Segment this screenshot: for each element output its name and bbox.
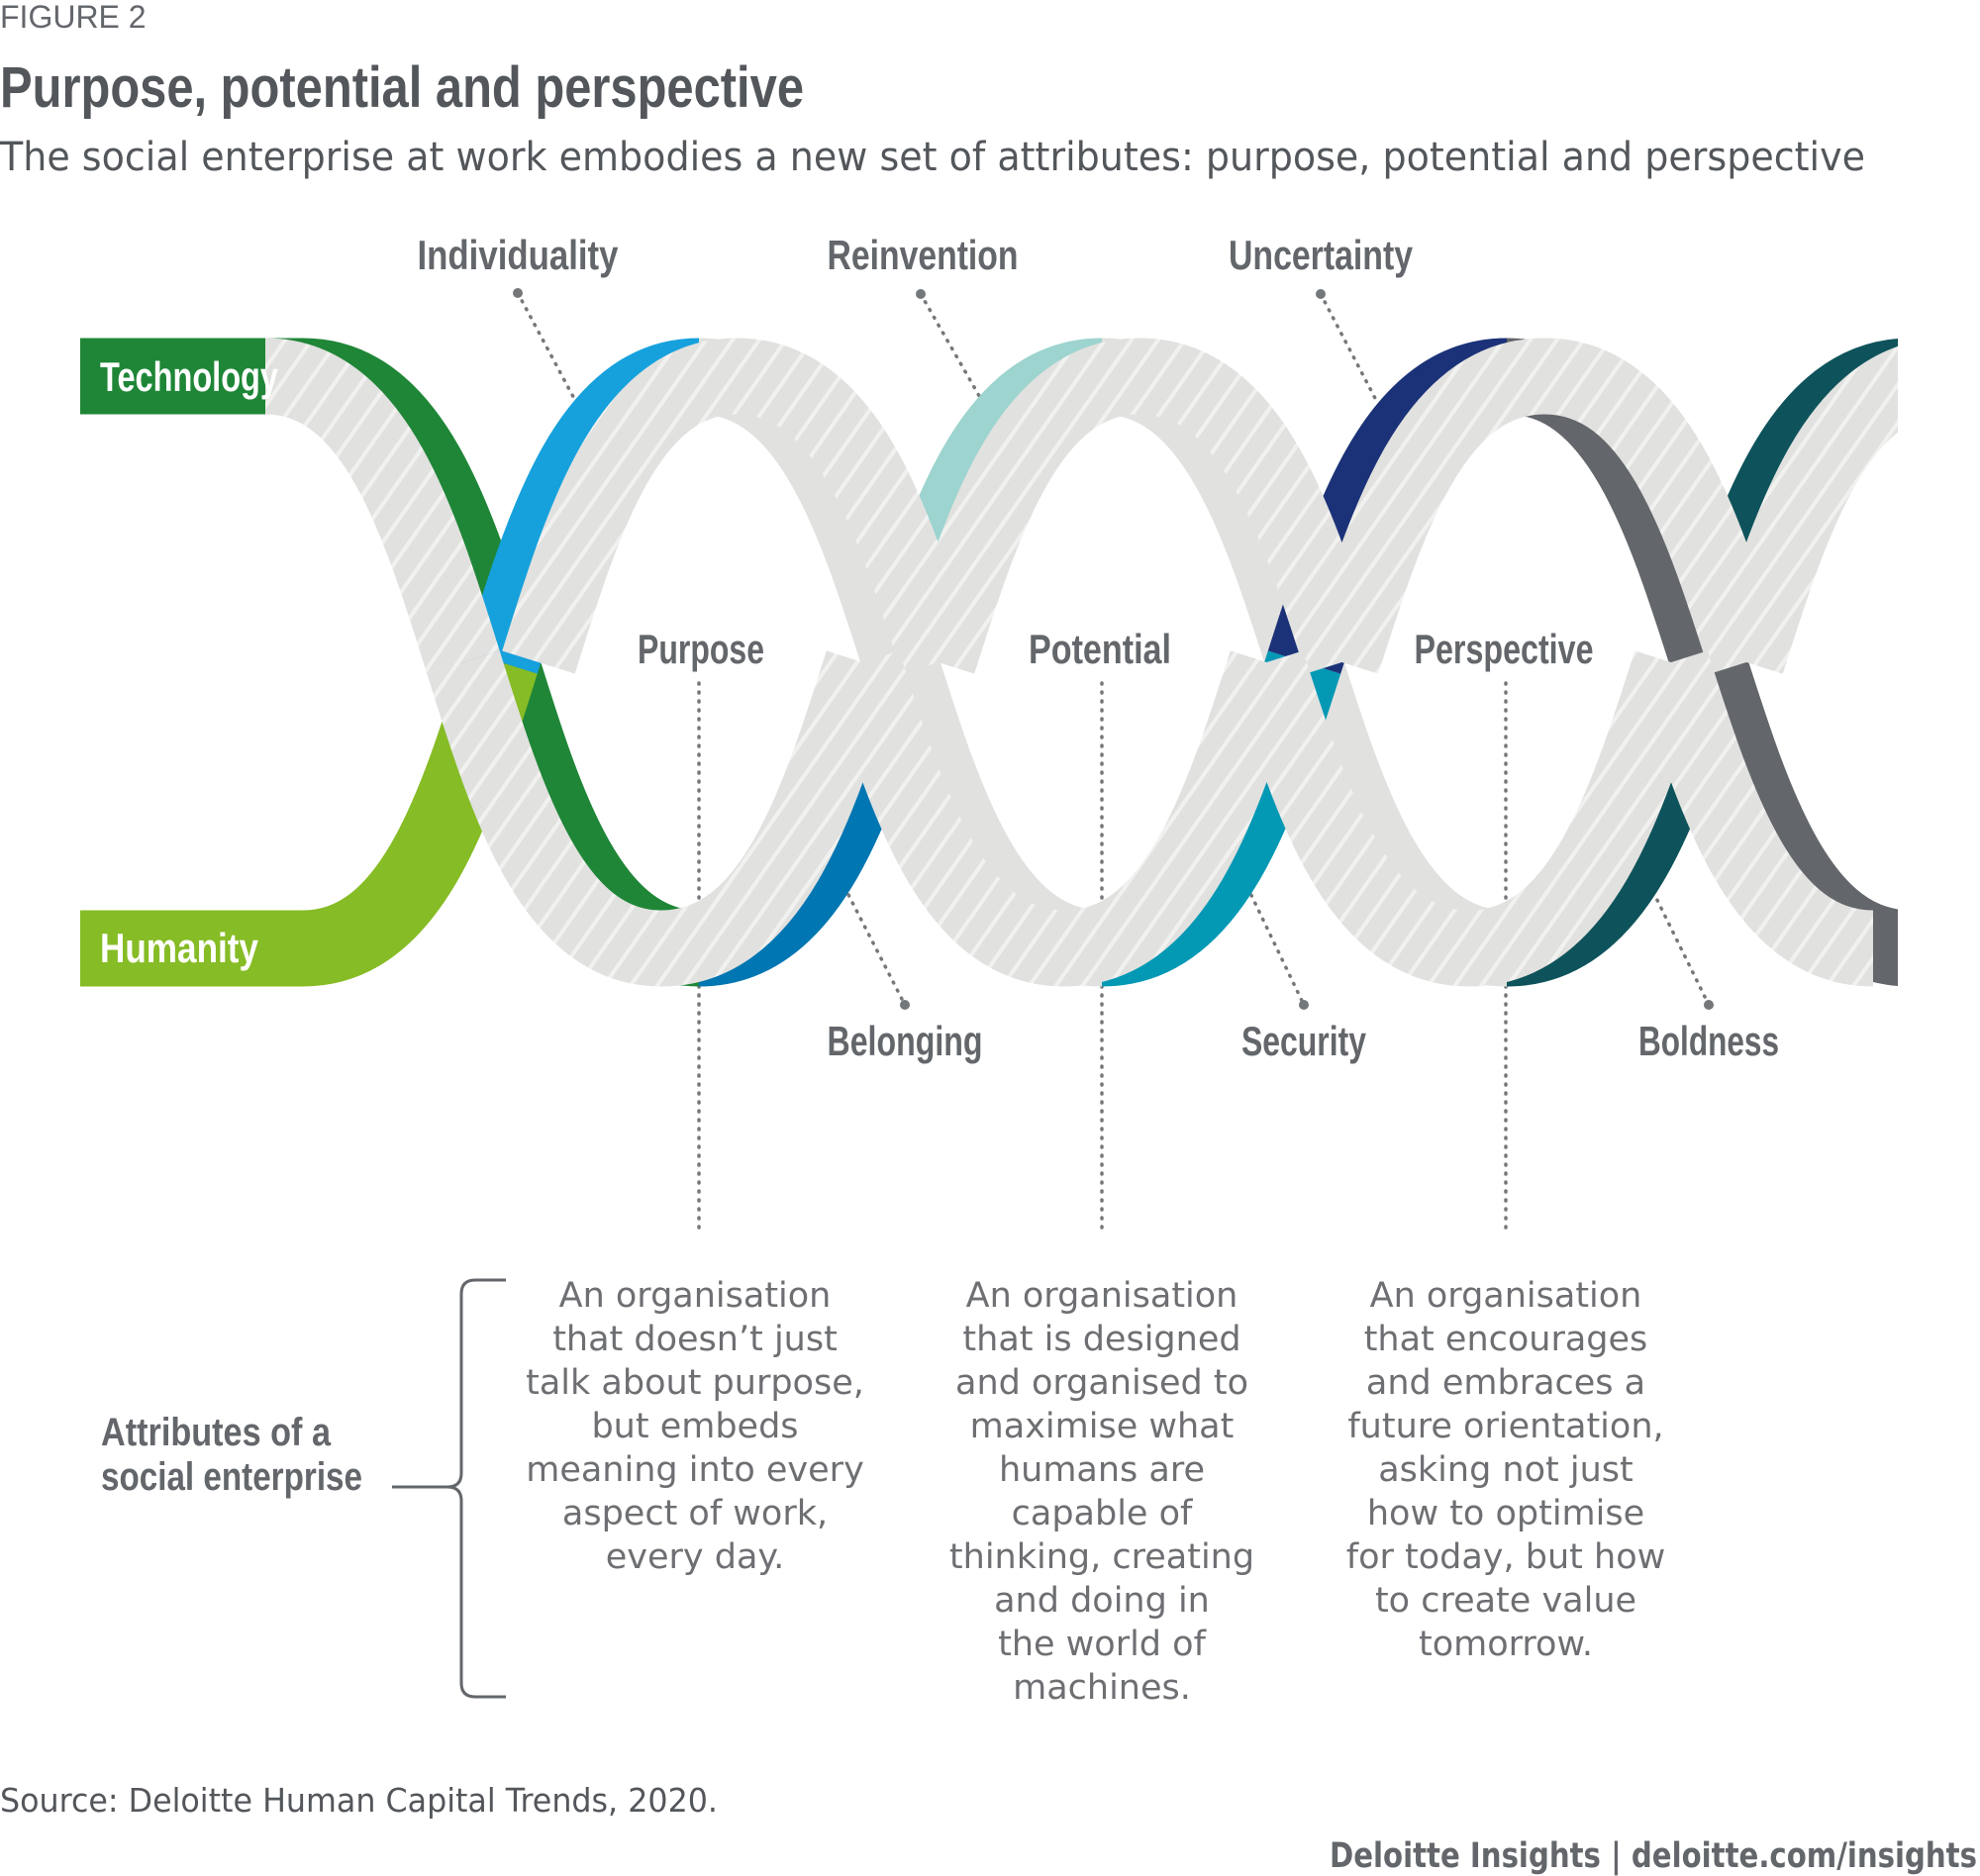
bracket [392, 1278, 506, 1699]
leader-lines [513, 288, 1714, 1234]
humanity-ribbon-back-segment [1634, 650, 1876, 987]
security-dot [1299, 1000, 1309, 1010]
description-line: An organisation [559, 1276, 832, 1316]
footer-credit[interactable]: Deloitte Insights | deloitte.com/insight… [1330, 1836, 1977, 1876]
top-label-uncertainty: Uncertainty [1229, 232, 1414, 278]
description-line: An organisation [1370, 1276, 1642, 1316]
humanity-label: Humanity [100, 925, 259, 971]
humanity-ribbon-back-segment [1061, 650, 1304, 987]
description-line: future orientation, [1347, 1407, 1663, 1446]
humanity-ribbon-back-segment [1305, 338, 1547, 674]
description-line: capable of [1012, 1494, 1193, 1533]
subtitle: The social enterprise at work embodies a… [0, 135, 1865, 180]
description-line: that doesn’t just [552, 1320, 838, 1359]
individuality-leader [516, 291, 581, 410]
description-line: tomorrow. [1419, 1625, 1593, 1664]
humanity-ribbon-back-segment [734, 338, 975, 674]
description-line: humans are [999, 1450, 1205, 1490]
boldness-dot [1704, 1000, 1714, 1010]
security-leader [1245, 885, 1306, 1007]
description-line: machines. [1013, 1668, 1191, 1708]
descriptions: An organisation that doesn’t just talk abo… [526, 1276, 1665, 1708]
technology-label: Technology [100, 353, 278, 400]
description-line: thinking, creating [949, 1537, 1254, 1577]
description-line: every day. [606, 1537, 785, 1577]
description-line: for today, but how [1346, 1537, 1666, 1577]
bottom-label-boldness: Boldness [1638, 1018, 1779, 1064]
description-line: how to optimise [1367, 1494, 1644, 1533]
humanity-ribbon-back-segment [1541, 338, 1783, 674]
technology-ribbon-back-segment [262, 338, 500, 674]
description-line: but embeds [591, 1407, 798, 1446]
attributes-label-line2: social enterprise [101, 1455, 362, 1499]
top-label-individuality: Individuality [418, 232, 620, 278]
bottom-label-belonging: Belonging [828, 1018, 983, 1064]
technology-ribbon-back-segment [427, 650, 664, 987]
description-line: asking not just [1378, 1450, 1634, 1490]
description-line: meaning into every [526, 1450, 864, 1490]
attributes-label-line1: Attributes of a [101, 1411, 332, 1454]
description-line: talk about purpose, [526, 1363, 864, 1403]
center-label-potential: Potential [1029, 626, 1171, 672]
belonging-dot [900, 1000, 910, 1010]
reinvention-dot [916, 289, 926, 299]
reinvention-leader [919, 292, 984, 403]
humanity-ribbon-back-segment [826, 650, 1067, 987]
description-line: that encourages [1364, 1320, 1648, 1359]
description-line: aspect of work, [562, 1494, 828, 1533]
figure-label: FIGURE 2 [0, 0, 147, 35]
source-note: Source: Deloitte Human Capital Trends, 2… [0, 1781, 718, 1820]
description-line: to create value [1375, 1581, 1636, 1621]
uncertainty-leader [1319, 292, 1380, 406]
humanity-ribbon-back-segment [502, 338, 740, 674]
description-line: An organisation [966, 1276, 1238, 1316]
individuality-dot [513, 288, 523, 298]
description-line: maximise what [970, 1407, 1235, 1446]
uncertainty-dot [1316, 289, 1326, 299]
top-label-reinvention: Reinvention [828, 232, 1019, 278]
center-label-purpose: Purpose [638, 626, 764, 672]
bottom-label-security: Security [1241, 1018, 1366, 1064]
boldness-leader [1647, 882, 1711, 1007]
description-line: the world of [998, 1625, 1206, 1664]
description-line: that is designed [962, 1320, 1240, 1359]
description-line: and organised to [955, 1363, 1248, 1403]
helix-ribbons [80, 338, 1898, 987]
center-label-perspective: Perspective [1415, 626, 1594, 672]
description-line: and embraces a [1366, 1363, 1645, 1403]
belonging-leader [842, 885, 907, 1007]
page-title: Purpose, potential and perspective [0, 55, 804, 120]
description-line: and doing in [994, 1581, 1210, 1621]
